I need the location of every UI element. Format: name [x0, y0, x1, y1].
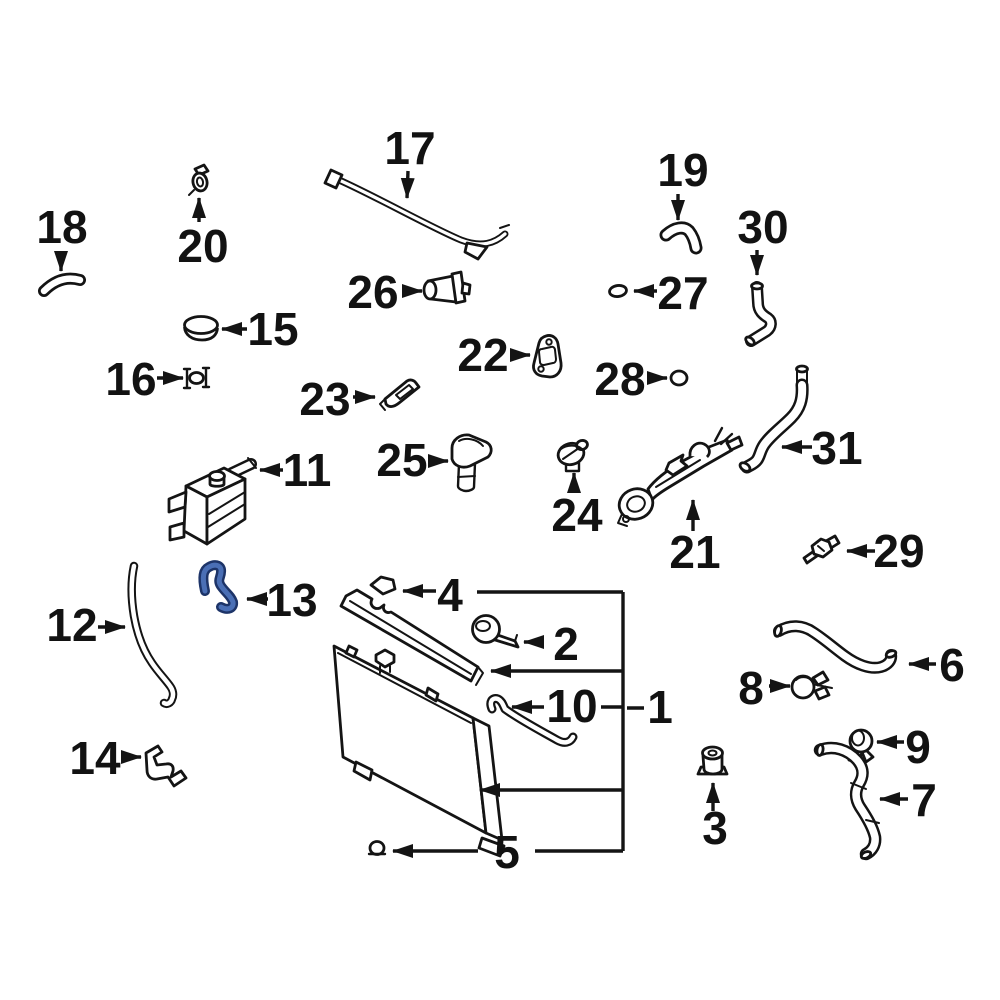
callout-label-2[interactable]: 2	[553, 618, 579, 670]
part-27-o-ring[interactable]	[608, 284, 628, 298]
callout-label-9[interactable]: 9	[905, 721, 931, 773]
callout-label-23[interactable]: 23	[299, 373, 350, 425]
part-18-hose[interactable]	[38, 272, 86, 297]
callout-label-1[interactable]: 1	[647, 681, 673, 733]
part-7-hose[interactable]	[813, 741, 882, 861]
callout-label-31[interactable]: 31	[811, 422, 862, 474]
part-11-reservoir-tank[interactable]	[167, 457, 257, 546]
callout-label-11[interactable]: 11	[283, 444, 332, 496]
leader-lines	[54, 170, 936, 858]
callout-label-6[interactable]: 6	[939, 639, 965, 691]
callout-label-15[interactable]: 15	[247, 303, 298, 355]
part-6-hose[interactable]	[773, 620, 898, 674]
part-10-hose[interactable]	[486, 694, 578, 747]
callout-label-30[interactable]: 30	[737, 201, 788, 253]
part-12-bracket-strip[interactable]	[127, 561, 178, 709]
part-21-water-pipe-assembly[interactable]	[615, 426, 744, 527]
callout-label-7[interactable]: 7	[911, 774, 937, 826]
part-2-eyelet-bracket[interactable]	[471, 614, 520, 649]
callout-label-28[interactable]: 28	[594, 353, 645, 405]
part-4-chip[interactable]	[369, 575, 397, 596]
callout-label-5[interactable]: 5	[494, 826, 520, 878]
callout-label-3[interactable]: 3	[702, 802, 728, 854]
part-19-elbow-hose[interactable]	[659, 221, 703, 255]
callout-label-4[interactable]: 4	[437, 569, 463, 621]
callout-labels: 1 2 3 4 5 6 7 8 9 10 11 12 13 14 15 16 1…	[36, 122, 964, 878]
callout-label-14[interactable]: 14	[69, 732, 121, 784]
part-24-thermostat[interactable]	[556, 439, 589, 473]
callout-label-19[interactable]: 19	[657, 144, 708, 196]
part-26-fitting[interactable]	[422, 270, 472, 305]
callout-label-22[interactable]: 22	[457, 329, 508, 381]
part-20-clamp[interactable]	[188, 163, 210, 196]
callout-label-8[interactable]: 8	[738, 662, 764, 714]
callout-label-29[interactable]: 29	[873, 525, 924, 577]
part-3-plug[interactable]	[696, 745, 729, 776]
part-28-o-ring[interactable]	[669, 369, 689, 387]
part-23-bracket[interactable]	[379, 378, 421, 411]
part-5-grommet[interactable]	[367, 840, 387, 856]
part-22-gasket[interactable]	[532, 334, 563, 379]
callout-label-16[interactable]: 16	[105, 353, 156, 405]
callout-label-24[interactable]: 24	[551, 489, 603, 541]
part-13-hose-selected[interactable]	[198, 560, 239, 614]
callout-label-10[interactable]: 10	[546, 680, 597, 732]
parts-layer	[38, 163, 898, 861]
callout-label-26[interactable]: 26	[347, 266, 398, 318]
callout-label-27[interactable]: 27	[657, 267, 708, 319]
callout-label-21[interactable]: 21	[669, 526, 720, 578]
part-1-radiator-and-supports[interactable]	[332, 588, 506, 858]
part-14-bracket[interactable]	[144, 744, 188, 788]
part-31-pipe[interactable]	[738, 364, 809, 474]
callout-label-20[interactable]: 20	[177, 220, 228, 272]
callout-label-13[interactable]: 13	[266, 574, 317, 626]
callout-label-18[interactable]: 18	[36, 201, 87, 253]
callout-label-25[interactable]: 25	[376, 434, 427, 486]
part-25-water-outlet[interactable]	[450, 433, 493, 493]
callout-label-12[interactable]: 12	[46, 599, 97, 651]
part-16-clip[interactable]	[182, 366, 211, 390]
callout-label-17[interactable]: 17	[384, 122, 435, 174]
part-30-hose[interactable]	[744, 281, 777, 347]
part-8-fitting-clamp[interactable]	[790, 670, 833, 701]
part-17-support-bar[interactable]	[323, 168, 510, 261]
part-29-sensor[interactable]	[802, 534, 841, 565]
part-15-radiator-cap[interactable]	[183, 315, 219, 342]
